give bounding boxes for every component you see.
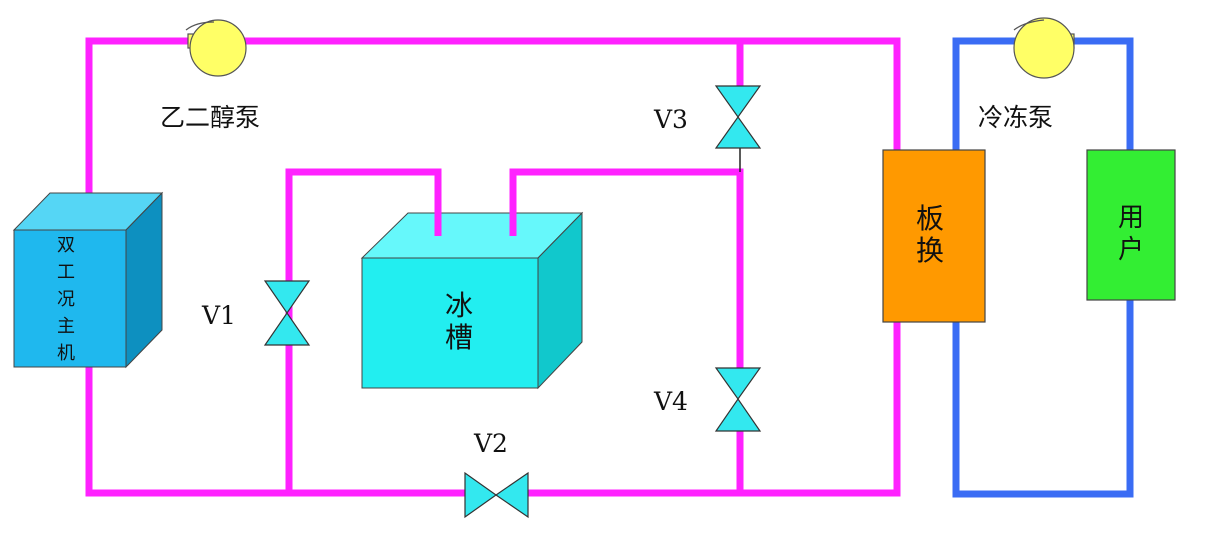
valve-v1-icon [263, 280, 311, 346]
glycol-pump-icon [185, 19, 247, 77]
plate-hx-label-char: 板 [916, 202, 944, 235]
plate-hx-label: 板 换 [916, 202, 944, 267]
ice-tank-label-char: 槽 [445, 321, 473, 354]
glycol-piping [85, 37, 901, 497]
plate-hx-label-char: 换 [916, 234, 944, 267]
ice-tank-label-char: 冰 [445, 289, 473, 322]
chiller-label-char: 双 [57, 235, 75, 256]
chiller-label-char: 主 [57, 316, 75, 337]
chiller-label-char: 况 [57, 289, 75, 310]
chilled-pump-icon [1013, 17, 1075, 79]
valve-v1-label: V1 [201, 301, 236, 330]
valve-v3-icon [714, 85, 762, 149]
valve-v3-label: V3 [653, 105, 688, 134]
valve-v2-icon [464, 471, 529, 519]
valve-v2-label: V2 [473, 429, 508, 458]
valve-v4-label: V4 [653, 387, 688, 416]
chiller-unit [12, 191, 164, 369]
valve-v4-icon [714, 367, 762, 432]
user-label: 用 户 [1118, 203, 1144, 265]
chiller-label-char: 机 [57, 343, 75, 364]
chiller-label: 双 工 况 主 机 [57, 235, 75, 364]
chiller-label-char: 工 [57, 262, 75, 283]
plate-heat-exchanger [882, 149, 986, 323]
chilled-pump-label: 冷冻泵 [978, 103, 1053, 132]
user-label-char: 户 [1118, 235, 1144, 265]
tank-nozzles [434, 205, 517, 236]
ice-tank-label: 冰 槽 [445, 289, 473, 354]
glycol-pump-label: 乙二醇泵 [160, 103, 260, 132]
user-load [1086, 149, 1176, 301]
user-label-char: 用 [1118, 203, 1144, 233]
ice-tank [360, 211, 584, 390]
